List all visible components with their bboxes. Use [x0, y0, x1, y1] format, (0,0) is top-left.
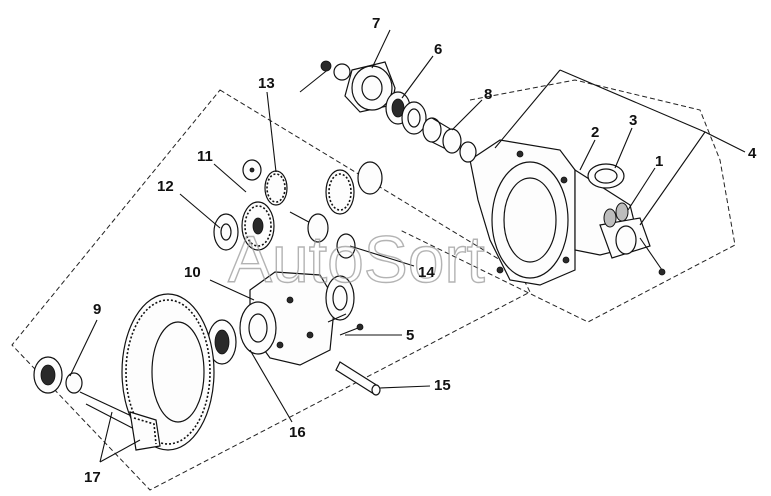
callout-10: 10	[184, 264, 201, 281]
differential-group-boundary	[11, 89, 531, 491]
thrust-washer-left	[213, 213, 239, 251]
callout-6: 6	[434, 41, 442, 58]
oil-seal	[587, 163, 625, 189]
pinion-gear-upper	[264, 170, 288, 206]
callout-7: 7	[372, 15, 380, 32]
callout-16: 16	[289, 424, 306, 441]
drive-pinion	[79, 391, 161, 451]
callout-1: 1	[655, 153, 663, 170]
side-gear-left	[241, 201, 275, 251]
case-bearing	[207, 319, 237, 365]
leader-lines	[69, 29, 746, 463]
ring-gear	[121, 293, 215, 451]
callout-5: 5	[406, 327, 414, 344]
callout-2: 2	[591, 124, 599, 141]
callout-11: 11	[197, 148, 213, 165]
thrust-washer-upper	[242, 159, 262, 181]
callout-17: 17	[84, 469, 101, 486]
callout-8: 8	[484, 86, 492, 103]
collar	[603, 202, 629, 228]
pinion-rear-bearing	[33, 356, 83, 394]
cross-shaft	[289, 161, 383, 259]
callout-9: 9	[93, 301, 101, 318]
callout-13: 13	[258, 75, 275, 92]
axle-housing	[469, 139, 641, 286]
pinion-bearing-cage	[299, 60, 396, 113]
callout-4: 4	[748, 145, 757, 162]
axle-shaft	[335, 361, 381, 396]
callout-15: 15	[434, 377, 451, 394]
pinion-bearing	[385, 91, 427, 135]
callout-3: 3	[629, 112, 637, 129]
case-bolts	[327, 313, 364, 336]
housing-group-boundary	[399, 79, 736, 323]
callout-12: 12	[157, 178, 174, 195]
differential-case	[239, 271, 355, 366]
spacer-sleeve	[422, 117, 477, 163]
flange-yoke	[599, 217, 666, 276]
watermark-text: AutoSort	[228, 222, 485, 296]
callout-14: 14	[418, 264, 435, 281]
